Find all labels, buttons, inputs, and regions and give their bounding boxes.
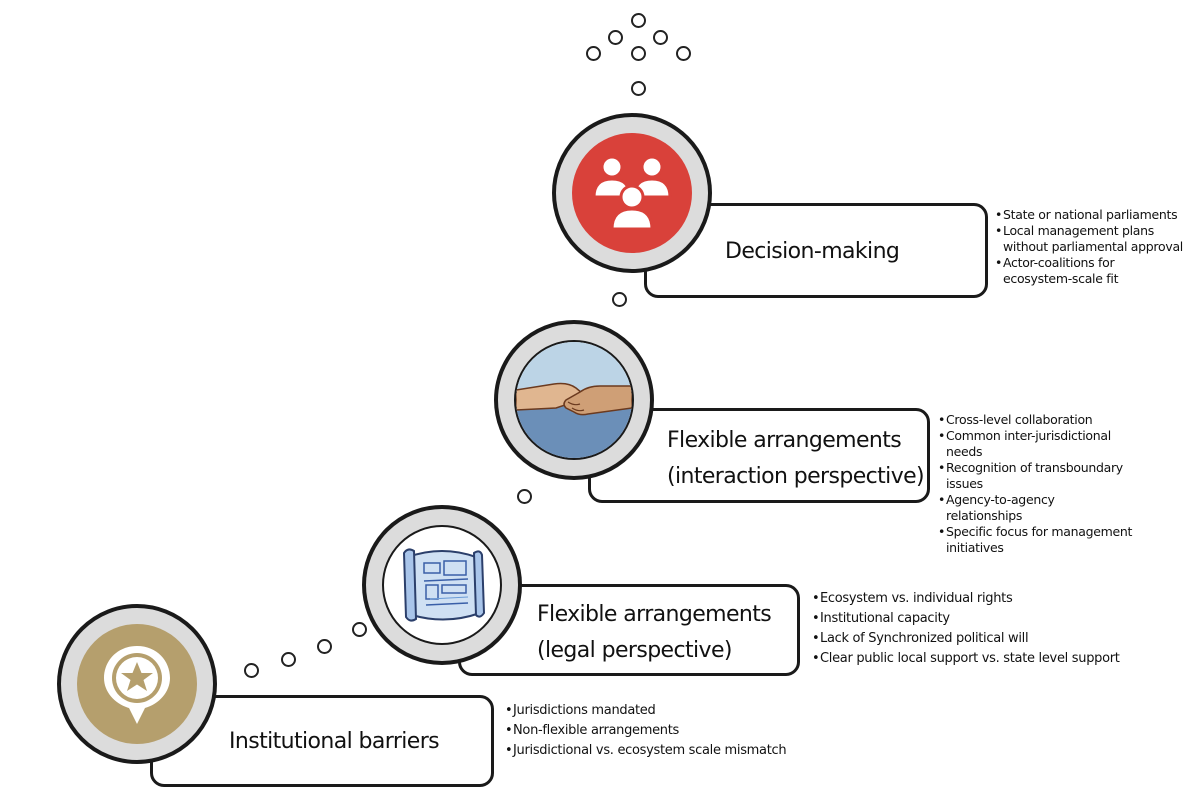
step-title: Flexible arrangements (interaction persp… bbox=[667, 423, 925, 495]
bullet-item: Recognition of transboundary issues bbox=[938, 460, 1134, 492]
decision-making-inner bbox=[572, 133, 692, 253]
connector-dot bbox=[631, 13, 646, 28]
decision-making-bullets: State or national parliaments Local mana… bbox=[995, 207, 1185, 287]
bullet-item: Specific focus for management initiative… bbox=[938, 524, 1134, 556]
decision-making-circle bbox=[552, 113, 712, 273]
bullet-item: Institutional capacity bbox=[812, 609, 1132, 629]
connector-dot bbox=[352, 622, 367, 637]
connector-dot bbox=[676, 46, 691, 61]
step-title: Institutional barriers bbox=[229, 724, 440, 760]
connector-dot bbox=[244, 663, 259, 678]
interaction-perspective-inner bbox=[514, 340, 634, 460]
step-title-line: Flexible arrangements bbox=[667, 428, 902, 453]
bullet-item: Clear public local support vs. state lev… bbox=[812, 649, 1132, 669]
step-title-line: (legal perspective) bbox=[537, 638, 732, 663]
institutional-barriers-inner bbox=[77, 624, 197, 744]
step-title-line: Institutional barriers bbox=[229, 729, 440, 754]
interaction-perspective-circle bbox=[494, 320, 654, 480]
step-title-line: (interaction perspective) bbox=[667, 464, 925, 489]
step-title-line: Flexible arrangements bbox=[537, 602, 772, 627]
bullet-item: Ecosystem vs. individual rights bbox=[812, 589, 1132, 609]
connector-dot bbox=[317, 639, 332, 654]
legal-perspective-circle bbox=[362, 505, 522, 665]
bullet-item: Agency-to-agency relationships bbox=[938, 492, 1134, 524]
map-pin-star-icon bbox=[104, 646, 170, 724]
legal-scroll-icon bbox=[402, 548, 486, 622]
people-group-icon bbox=[592, 155, 672, 231]
bullet-item: Common inter-jurisdictional needs bbox=[938, 428, 1134, 460]
connector-dot bbox=[608, 30, 623, 45]
bullet-item: Cross-level collaboration bbox=[938, 412, 1134, 428]
connector-dot bbox=[631, 46, 646, 61]
connector-dot bbox=[281, 652, 296, 667]
bullet-item: Jurisdictions mandated bbox=[505, 701, 805, 721]
bullet-item: State or national parliaments bbox=[995, 207, 1185, 223]
step-title: Flexible arrangements (legal perspective… bbox=[537, 597, 772, 669]
connector-dot bbox=[631, 81, 646, 96]
bullet-item: Actor-coalitions for ecosystem-scale fit bbox=[995, 255, 1185, 287]
legal-perspective-bullets: Ecosystem vs. individual rights Institut… bbox=[812, 589, 1132, 669]
legal-perspective-card: Flexible arrangements (legal perspective… bbox=[458, 584, 800, 676]
institutional-barriers-bullets: Jurisdictions mandated Non-flexible arra… bbox=[505, 701, 805, 761]
legal-perspective-inner bbox=[382, 525, 502, 645]
connector-dot bbox=[586, 46, 601, 61]
bullet-item: Jurisdictional vs. ecosystem scale misma… bbox=[505, 741, 805, 761]
bullet-item: Lack of Synchronized political will bbox=[812, 629, 1132, 649]
handshake-icon bbox=[516, 342, 632, 458]
interaction-perspective-bullets: Cross-level collaboration Common inter-j… bbox=[938, 412, 1134, 556]
step-title-line: Decision-making bbox=[725, 239, 900, 264]
decision-making-card: Decision-making bbox=[644, 203, 988, 298]
connector-dot bbox=[653, 30, 668, 45]
institutional-barriers-circle bbox=[57, 604, 217, 764]
bullet-item: Local management plans without parliamen… bbox=[995, 223, 1185, 255]
connector-dot bbox=[517, 489, 532, 504]
bullet-item: Non-flexible arrangements bbox=[505, 721, 805, 741]
connector-dot bbox=[612, 292, 627, 307]
step-title: Decision-making bbox=[725, 234, 900, 270]
